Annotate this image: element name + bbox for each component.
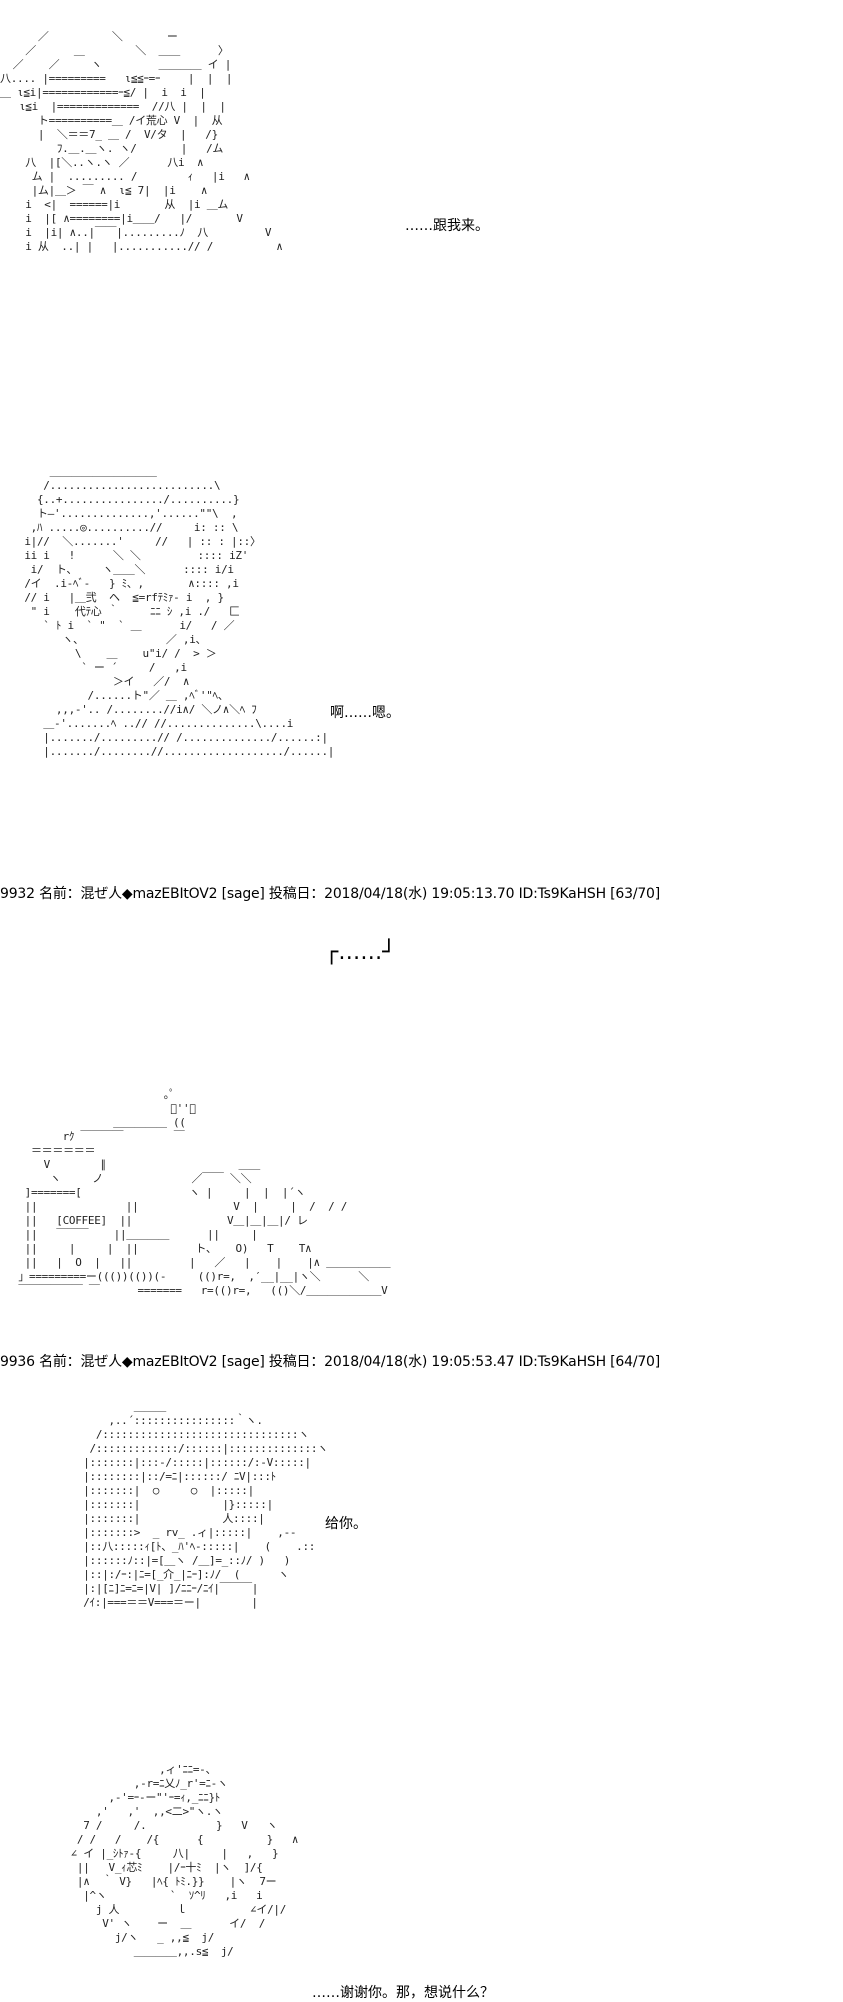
dialog-panel-4: 给你。 [325, 1516, 367, 1532]
dialog-panel-1: ……跟我来。 [405, 218, 489, 234]
bracket-ellipsis: ┌……┘ [325, 940, 396, 965]
dialog-panel-5: ……谢谢你。那，想说什么？ [312, 1985, 494, 2001]
dialog-panel-2: 啊……嗯。 [330, 705, 400, 721]
ascii-art-panel-1: ／ ＼ ー ／ ＿ ＼ ＿＿ 〉 ／ ／ ヽ ＿＿＿＿ イ | 八.... |=… [0, 30, 283, 253]
post-header-9936: 9936 名前：混ぜ人◆mazEBItOV2 [sage] 投稿日：2018/0… [0, 1354, 661, 1370]
ascii-art-panel-5: ,ィ'ﾆﾆ=-、 ,-r=ﾆ乂ﾉ_r'=ﾆ-ヽ ,-'=ｰ-ー"'ｰ=ｨ,_ﾆﾆ… [70, 1763, 299, 1958]
ascii-art-panel-4: ＿＿＿ ,..´::::::::::::::::｀ヽ. /:::::::::::… [83, 1400, 328, 1609]
ascii-art-coffee: ｡ﾟ ﾟ''｀ ＿＿＿＿＿ (( rｸ ￣￣￣￣ ￣ ＝＝＝＝＝＝ V ∥ ＿＿… [18, 1088, 391, 1297]
post-header-9932: 9932 名前：混ぜ人◆mazEBItOV2 [sage] 投稿日：2018/0… [0, 886, 661, 902]
ascii-art-panel-2: ＿＿＿＿＿＿＿＿＿＿ /..........................\ … [24, 465, 335, 758]
